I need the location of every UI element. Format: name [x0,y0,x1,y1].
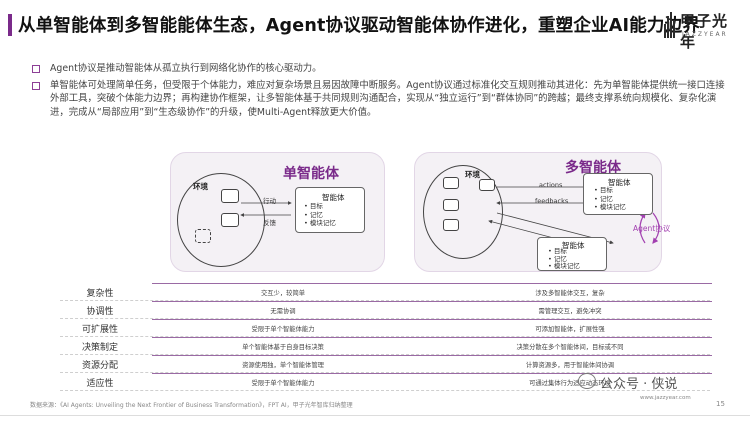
single-agent-panel: 单智能体 环境 行动 反馈 智能体 目标 记忆 模块记忆 [170,152,385,272]
environment-object [479,179,495,191]
bullet-list: Agent协议是推动智能体从孤立执行到网络化协作的核心驱动力。 单智能体可处理简… [28,62,728,122]
row-label: 适应性 [86,379,114,389]
single-agent-cell: 受限于单个智能体能力 [251,326,315,333]
row-divider [152,373,712,374]
environment-label: 环境 [193,182,208,191]
feedbacks-label: feedbacks [535,197,569,205]
single-agent-cell: 交互少，较简单 [260,290,306,297]
agent-title: 智能体 [562,241,585,250]
single-agent-cell: 资源使用独，单个智能体管理 [242,362,324,369]
row-label: 可扩展性 [81,325,118,335]
footer-divider [0,415,750,416]
row-label: 决策制定 [81,343,118,353]
agent-box: 智能体 目标 记忆 模块记忆 [295,187,365,233]
watermark-text: 公众号 · 侠说 [600,377,678,392]
environment-object [221,189,239,203]
agent-module: 模块记忆 [304,219,336,228]
bullet-item: 单智能体可处理简单任务，但受限于个体能力，难应对复杂场景且易因故障中断服务。Ag… [28,79,728,120]
logo-subtext: JAZZYEAR [682,31,728,38]
table-row: 复杂性 交互少，较简单 涉及多智能体交互，复杂 [60,283,712,301]
bullet-text: Agent协议是推动智能体从孤立执行到网络化协作的核心驱动力。 [50,63,322,74]
multi-agent-cell: 决策分散在多个智能体间，目标或不同 [516,344,624,351]
environment-object [443,219,459,231]
row-label: 资源分配 [81,361,118,371]
agent-box-top: 智能体 目标 记忆 模块记忆 [583,173,653,215]
single-agent-cell: 受限于单个智能体能力 [251,380,315,387]
multi-agent-panel: 多智能体 环境 actions feedbacks 智能体 目标 记忆 模块记忆… [414,152,670,272]
row-label: 复杂性 [86,289,114,299]
row-divider [152,355,712,356]
single-agent-title: 单智能体 [283,166,339,182]
environment-object [443,177,459,189]
comparison-table: 复杂性 交互少，较简单 涉及多智能体交互，复杂 协调性 无需协调 需管理交互，避… [60,283,712,391]
action-label: 行动 [263,197,276,205]
agent-title: 智能体 [608,178,631,187]
single-agent-cell: 无需协调 [270,308,296,315]
watermark-url: www.jazzyear.com [640,395,691,401]
bullet-text: 单智能体可处理简单任务，但受限于个体能力，难应对复杂场景且易因故障中断服务。Ag… [50,79,725,118]
table-row: 适应性 受限于单个智能体能力 可通过集体行为适应动态环境 [60,373,712,391]
multi-agent-cell: 可通过集体行为适应动态环境 [529,380,611,387]
agent-module: 模块记忆 [548,262,580,271]
bullet-item: Agent协议是推动智能体从孤立执行到网络化协作的核心驱动力。 [28,62,728,76]
feedback-label: 反馈 [263,219,276,227]
agent-module-list: 目标 记忆 模块记忆 [548,247,580,271]
logo-text: 甲子光年 [680,12,729,51]
logo-bars-icon [664,12,676,38]
environment-circle [177,173,265,267]
agent-module: 模块记忆 [594,203,626,212]
agent-module: 记忆 [304,211,336,220]
title-accent-bar [8,14,12,36]
agent-box-bottom: 智能体 目标 记忆 模块记忆 [537,237,607,271]
single-agent-cell: 单个智能体基于自身目标决策 [242,344,324,351]
agent-protocol-label: Agent协议 [633,224,671,233]
action-feedback-arrows [240,201,292,217]
agent-module: 目标 [304,202,336,211]
environment-object-dashed [195,229,211,243]
row-divider [152,301,712,302]
wechat-icon [578,373,596,389]
brand-logo: 甲子光年 JAZZYEAR [664,10,736,51]
agent-title: 智能体 [322,193,345,202]
environment-label: 环境 [465,170,480,179]
agent-module: 记忆 [594,195,626,204]
table-row: 资源分配 资源使用独，单个智能体管理 计算资源多，用于智能体间协调 [60,355,712,373]
multi-agent-title: 多智能体 [565,160,621,176]
row-label: 协调性 [86,307,114,317]
row-divider [152,337,712,338]
environment-object [443,199,459,211]
environment-circle [423,165,503,259]
page-number: 15 [716,400,725,408]
row-divider [152,283,712,284]
table-row: 可扩展性 受限于单个智能体能力 可添加智能体，扩展性强 [60,319,712,337]
table-row: 决策制定 单个智能体基于自身目标决策 决策分散在多个智能体间，目标或不同 [60,337,712,355]
environment-object [221,213,239,227]
source-note: 数据来源：《AI Agents: Unveiling the Next Fron… [30,402,353,409]
slide-header: 从单智能体到多智能能体生态，Agent协议驱动智能体协作进化，重塑企业AI能力边… [0,0,750,52]
agent-module: 目标 [594,186,626,195]
agent-module-list: 目标 记忆 模块记忆 [594,186,626,212]
agent-module: 记忆 [548,255,580,264]
multi-agent-cell: 计算资源多，用于智能体间协调 [525,362,615,369]
table-row: 协调性 无需协调 需管理交互，避免冲突 [60,301,712,319]
bullet-square-icon [32,65,40,73]
row-divider [152,319,712,320]
multi-agent-cell: 可添加智能体，扩展性强 [535,326,605,333]
agent-module-list: 目标 记忆 模块记忆 [304,202,336,228]
multi-agent-cell: 涉及多智能体交互，复杂 [535,290,605,297]
multi-agent-cell: 需管理交互，避免冲突 [538,308,602,315]
page-title: 从单智能体到多智能能体生态，Agent协议驱动智能体协作进化，重塑企业AI能力边… [18,16,701,36]
bullet-square-icon [32,81,40,90]
actions-label: actions [539,181,563,189]
agent-module: 目标 [548,247,580,256]
